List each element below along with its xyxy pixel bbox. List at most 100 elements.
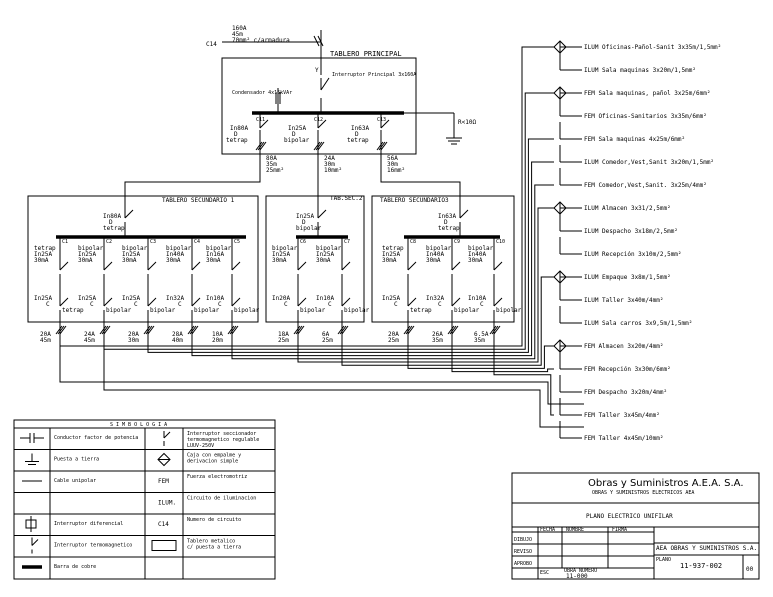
rcd-sensitivity: 30mA [468,257,483,264]
rcd-type: bipolar [272,245,298,252]
circuit-id: C13 [377,117,386,123]
load-item: FEM Oficinas-Sanitarios 3x35m/6mm² [559,99,707,120]
breaker-curve: C [46,301,50,308]
feeder-section: 25mm² [266,167,284,174]
load-label: FEM Oficinas-Sanitarios 3x35m/6mm² [584,113,707,120]
cable-length: 25m [388,337,399,344]
work-number-label: OBRA NUMERO [564,568,597,574]
legend-desc: Cable unipolar [54,478,96,484]
load-label: ILUM Despacho 3x18m/2,5mm² [584,228,678,235]
rcd-sensitivity: 30mA [316,257,331,264]
cable-current: 18A [278,331,289,338]
circuit-id: C11 [256,117,265,123]
legend-desc-right: Numero de circuito [187,517,241,523]
load-item: FEM Taller 3x45m/4mm² [559,398,660,419]
feeder-length: 35m [266,161,277,168]
breaker-curve: C [480,301,484,308]
cable-length: 30m [128,337,139,344]
feeder-section: 10mm² [324,167,342,174]
title-block: Obras y Suministros A.E.A. S.A. OBRAS Y … [511,472,760,580]
cable-current: 20A [40,331,51,338]
capacitor-bank: Condensador 4x15kVAr [232,88,292,112]
circuit-id: C6 [300,239,306,245]
load-item: ILUM Sala carros 3x9,5m/1,5mm² [559,306,692,327]
rcd-type: bipolar [206,245,232,252]
cable-length: 40m [172,337,183,344]
supply-circuit: C14 [206,41,217,48]
load-label: FEM Almacen 3x20m/4mm² [584,343,663,350]
capacitor-label: Condensador 4x15kVAr [232,90,292,96]
client-name: AEA OBRAS Y SUMINISTROS S.A. [656,545,757,552]
legend-key: ILUM. [158,500,176,507]
rcd-rating: In25A [122,251,140,258]
feeder-current: 24A [324,155,335,162]
main-board-title: TABLERO PRINCIPAL [330,50,402,58]
company-name: Obras y Suministros A.E.A. S.A. [588,478,744,489]
supply-cable: 160A 45m 70mm² c/armadura C14 Y [206,25,324,75]
breaker-curve: C [178,301,182,308]
rcd-type: bipolar [468,245,494,252]
rcd-sensitivity: 30mA [272,257,287,264]
cable-length: 20m [212,337,223,344]
work-number: 11-000 [566,573,588,580]
ground-label: R<10Ω [458,119,476,126]
legend-desc: Interruptor diferencial [54,521,123,527]
breaker-rating: In10A [206,295,224,302]
legend-key: C14 [158,521,169,528]
cable-current: 28A [172,331,183,338]
breaker-type: bipolar [496,307,522,314]
cable-current: 10A [212,331,223,338]
breaker-rating: In32A [426,295,444,302]
breaker-type: bipolar [106,307,132,314]
load-label: FEM Recepción 3x30m/6mm² [584,366,671,373]
rcd-sensitivity: 30mA [382,257,397,264]
circuit-id: C12 [314,117,323,123]
legend-row: Barra de cobre [22,564,96,570]
rcd-sensitivity: 30mA [206,257,221,264]
breaker-rating: In20A [272,295,290,302]
cable-current: 20A [388,331,399,338]
legend-desc-right: Tablero metalico [187,539,235,545]
feeder-length: 30m [387,161,398,168]
cable-length: 45m [84,337,95,344]
rcd-rating: In25A [78,251,96,258]
feeder-current: 80A [266,155,277,162]
legend-table: S I M B O L O G I A Conductor factor de … [13,419,276,580]
load-label: ILUM Sala carros 3x9,5m/1,5mm² [584,320,692,327]
rcd-type: bipolar [122,245,148,252]
feeder-length: 30m [324,161,335,168]
legend-desc: Barra de cobre [54,564,96,570]
cable-length: 25m [322,337,333,344]
breaker-type: bipolar [194,307,220,314]
sub-main-curve: D [109,219,113,226]
breaker-type: bipolar [454,307,480,314]
legend-desc-right: termomagnetico regulable [187,437,259,443]
legend-desc-right: Circuito de iluminacion [187,496,256,502]
circuit-id: C5 [234,239,240,245]
breaker-rating: In25A [122,295,140,302]
sub-board-1-frame [27,195,259,323]
breaker-type: tetrap [347,137,369,144]
rcd-type: tetrap [382,245,404,252]
sub-board-2-frame [265,195,365,323]
rcd-rating: In40A [468,251,486,258]
rcd-type: bipolar [78,245,104,252]
sub-main-rating: In63A [438,213,456,220]
sub-main-type: tetrap [103,225,125,232]
rcd-rating: In25A [316,251,334,258]
cable-length: 35m [474,337,485,344]
revision: 00 [746,566,754,573]
breaker-rating: In10A [316,295,334,302]
sub-board-1-circuits: In80ADtetrapC1tetrapIn25A30mAIn25ACtetra… [34,196,260,344]
rcd-rating: In16A [206,251,224,258]
load-list: ILUM Oficinas-Pañol-Sanit 3x35m/1,5mm²IL… [553,40,721,442]
rcd-rating: In40A [166,251,184,258]
load-label: FEM Taller 3x45m/4mm² [584,412,660,419]
